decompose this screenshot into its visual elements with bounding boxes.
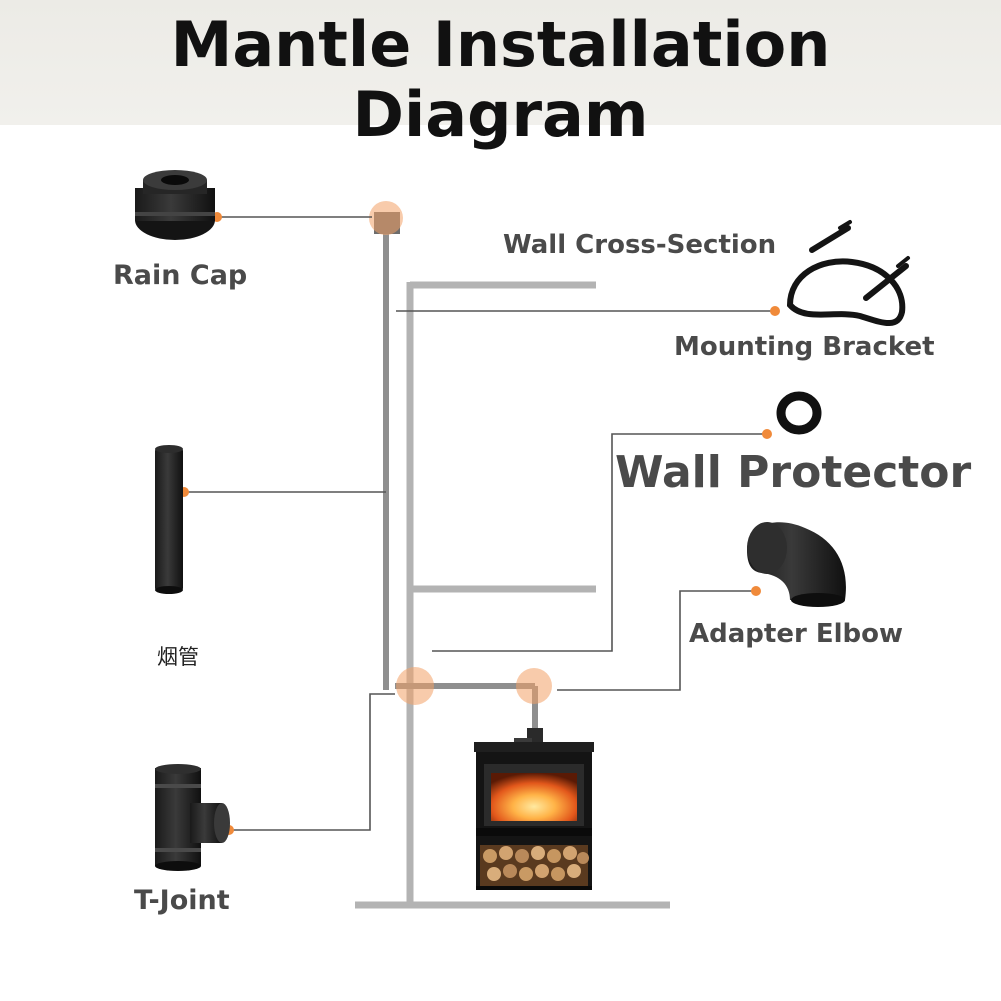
label-chimney-pipe: 烟管 bbox=[157, 645, 199, 669]
leader-wall-protector bbox=[432, 433, 767, 652]
dot-wall-protector bbox=[762, 429, 772, 439]
dot-adapter-elbow bbox=[751, 586, 761, 596]
t-joint-highlight bbox=[396, 667, 434, 705]
wood-stove-icon bbox=[474, 728, 594, 890]
dot-mounting-bracket bbox=[770, 306, 780, 316]
joint-highlights bbox=[369, 201, 552, 705]
t-joint-icon bbox=[155, 764, 230, 871]
top-joint-highlight bbox=[369, 201, 403, 235]
title-line-1: Mantle Installation bbox=[170, 8, 831, 81]
label-t-joint: T-Joint bbox=[134, 885, 230, 916]
rain-cap-icon bbox=[135, 170, 215, 240]
firewood-stack bbox=[480, 845, 589, 887]
fire-window bbox=[491, 773, 577, 821]
label-wall-protector: Wall Protector bbox=[615, 447, 972, 498]
chimney-pipe-icon bbox=[155, 445, 183, 594]
mounting-bracket-icon bbox=[786, 220, 910, 326]
label-wall-cross-section: Wall Cross-Section bbox=[503, 230, 777, 260]
title-line-2: Diagram bbox=[352, 78, 649, 151]
leader-lines bbox=[184, 216, 775, 831]
label-mounting-bracket: Mounting Bracket bbox=[674, 332, 935, 362]
wall-protector-ring-icon bbox=[776, 391, 822, 435]
leader-adapter-elbow bbox=[557, 590, 756, 691]
page-title: Mantle Installation Diagram bbox=[0, 10, 1001, 150]
label-adapter-elbow: Adapter Elbow bbox=[689, 619, 903, 649]
wall-cross-section bbox=[355, 281, 670, 909]
header-band bbox=[0, 0, 1001, 125]
label-rain-cap: Rain Cap bbox=[113, 260, 248, 291]
leader-t-joint bbox=[229, 693, 395, 831]
connector-dots bbox=[179, 212, 780, 835]
adapter-elbow-icon bbox=[747, 522, 846, 607]
elbow-joint-highlight bbox=[516, 668, 552, 704]
